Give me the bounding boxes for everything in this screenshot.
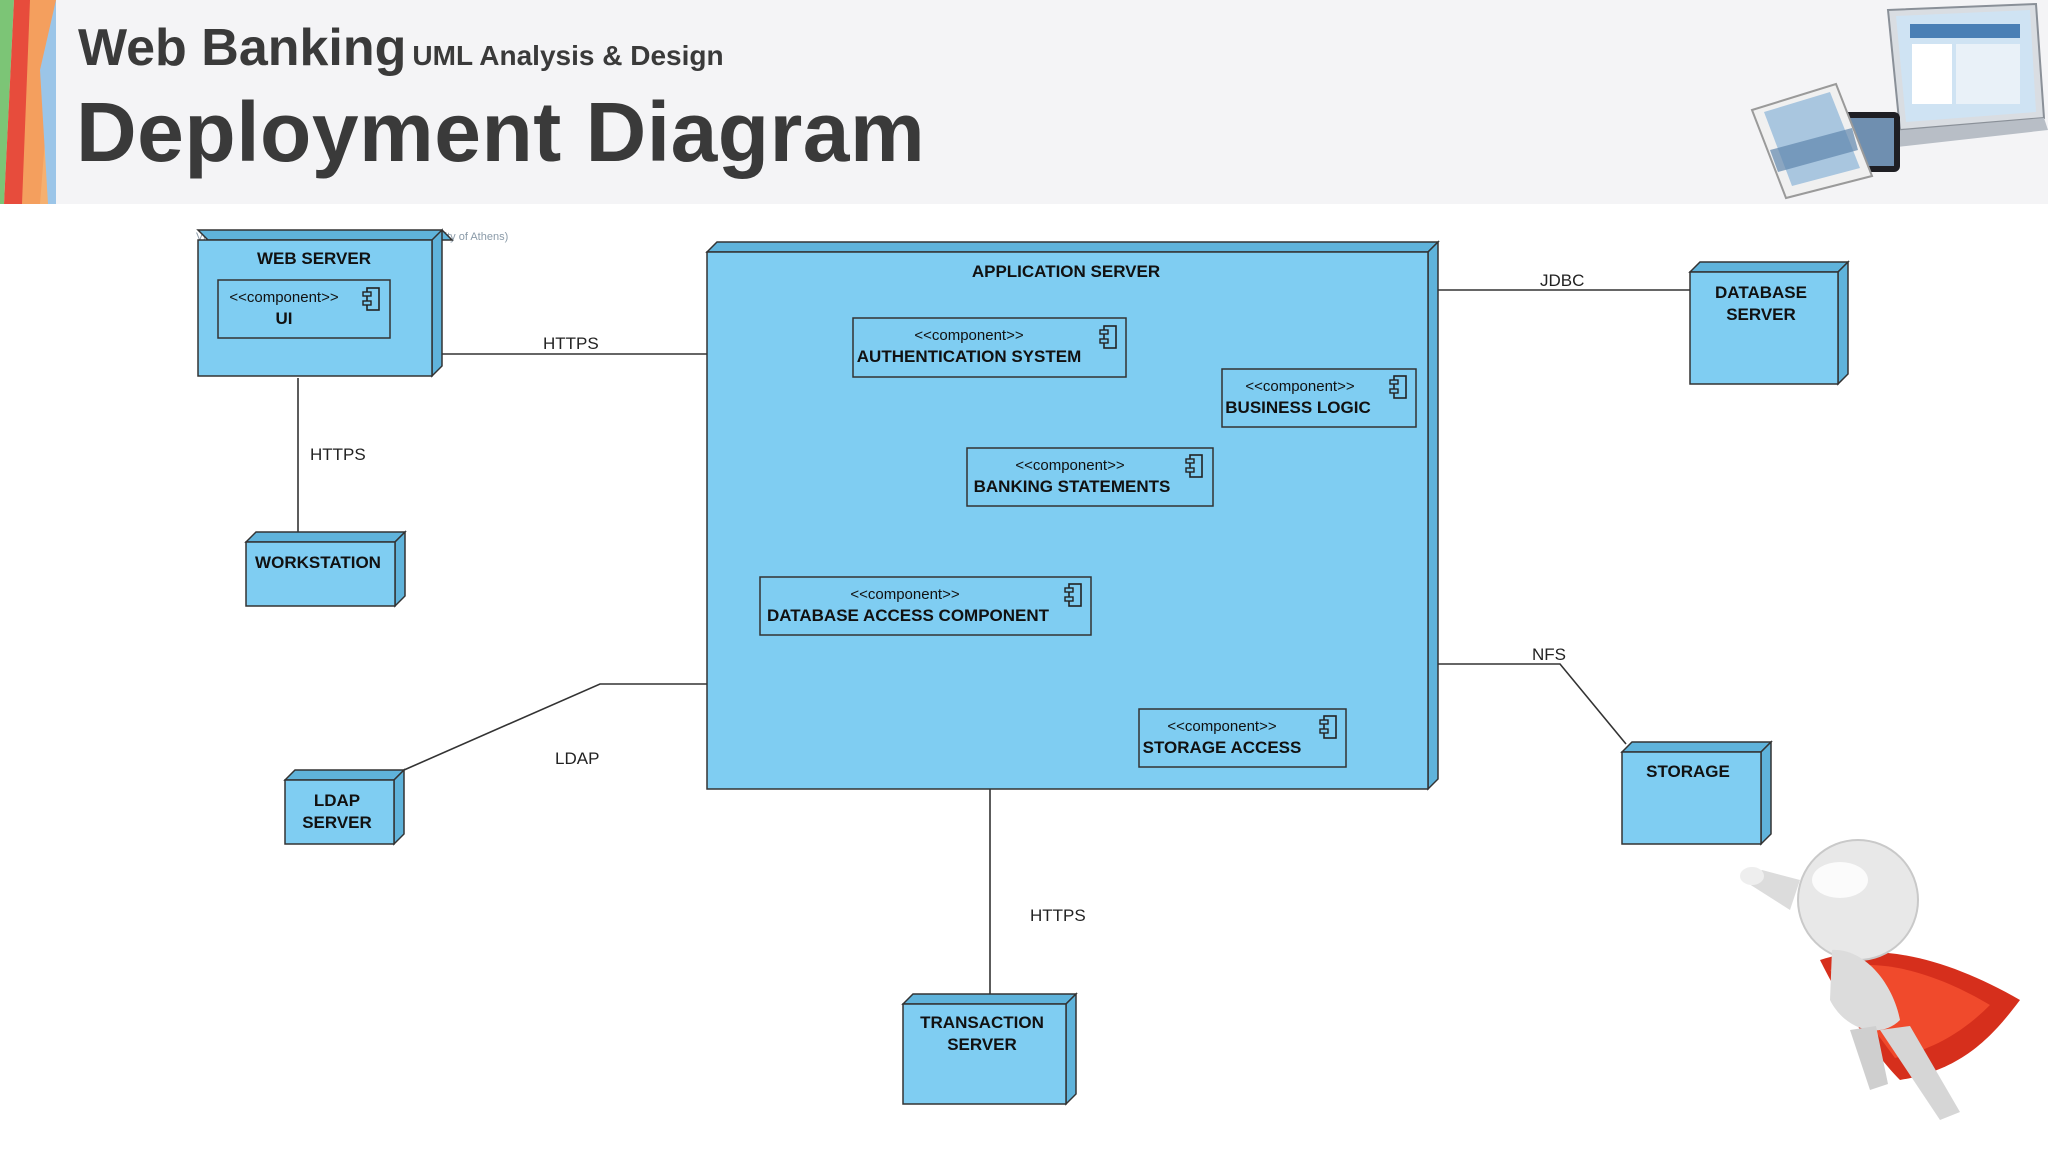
- node-database-server[interactable]: DATABASE SERVER: [1688, 260, 1850, 386]
- node-storage[interactable]: STORAGE: [1620, 740, 1773, 846]
- node-name-storage: STORAGE: [1646, 762, 1730, 781]
- node-workstation[interactable]: WORKSTATION: [244, 530, 407, 608]
- component-database-access-name: DATABASE ACCESS COMPONENT: [767, 606, 1050, 625]
- component-business-logic[interactable]: [1221, 368, 1417, 428]
- color-stripe-decoration: [0, 0, 56, 204]
- node-ldap-server[interactable]: LDAP SERVER: [283, 768, 406, 846]
- subject-subtitle: UML Analysis & Design: [412, 40, 724, 71]
- label-ldap: LDAP: [555, 749, 599, 768]
- node-application-server[interactable]: APPLICATION SERVER <<component>> AUTHENT…: [705, 240, 1440, 791]
- component-authentication-system[interactable]: [852, 317, 1127, 378]
- component-storage-access[interactable]: [1138, 708, 1347, 768]
- component-auth-stereotype: <<component>>: [914, 327, 1023, 344]
- label-nfs: NFS: [1532, 645, 1566, 664]
- node-name-transaction-server-line2: SERVER: [947, 1035, 1017, 1054]
- component-ui[interactable]: [217, 279, 391, 339]
- node-name-transaction-server-line1: TRANSACTION: [920, 1013, 1044, 1032]
- node-name-workstation: WORKSTATION: [255, 553, 381, 572]
- component-auth-name: AUTHENTICATION SYSTEM: [857, 347, 1081, 366]
- component-database-access-stereotype: <<component>>: [850, 586, 959, 603]
- component-storage-access-name: STORAGE ACCESS: [1143, 738, 1302, 757]
- node-name-application-server: APPLICATION SERVER: [972, 262, 1160, 281]
- node-name-database-server-line2: SERVER: [1726, 305, 1796, 324]
- component-ui-name: UI: [276, 309, 293, 328]
- page-title: Deployment Diagram: [76, 85, 926, 179]
- component-business-logic-stereotype: <<component>>: [1245, 378, 1354, 395]
- node-transaction-server[interactable]: TRANSACTION SERVER: [901, 992, 1078, 1106]
- label-web-app-https: HTTPS: [543, 334, 599, 353]
- node-name-ldap-server-line2: SERVER: [302, 813, 372, 832]
- label-jdbc: JDBC: [1540, 271, 1584, 290]
- component-business-logic-name: BUSINESS LOGIC: [1225, 398, 1370, 417]
- node-name-web-server: WEB SERVER: [257, 249, 371, 268]
- component-ui-stereotype: <<component>>: [229, 289, 338, 306]
- component-banking-statements[interactable]: [966, 447, 1214, 507]
- component-banking-statements-stereotype: <<component>>: [1015, 457, 1124, 474]
- node-name-ldap-server-line1: LDAP: [314, 791, 360, 810]
- node-name-database-server-line1: DATABASE: [1715, 283, 1807, 302]
- connection-lines: [297, 289, 1690, 994]
- node-web-server[interactable]: WEB SERVER <<component>> UI: [196, 228, 454, 378]
- label-web-workstation-https: HTTPS: [310, 445, 366, 464]
- subject-text: Web Banking: [78, 19, 407, 77]
- superhero-mascot-illustration: [1740, 839, 2020, 1120]
- label-app-transaction-https: HTTPS: [1030, 906, 1086, 925]
- component-banking-statements-name: BANKING STATEMENTS: [974, 477, 1171, 496]
- devices-illustration: [1750, 2, 2048, 200]
- component-database-access[interactable]: [759, 576, 1092, 636]
- component-storage-access-stereotype: <<component>>: [1167, 718, 1276, 735]
